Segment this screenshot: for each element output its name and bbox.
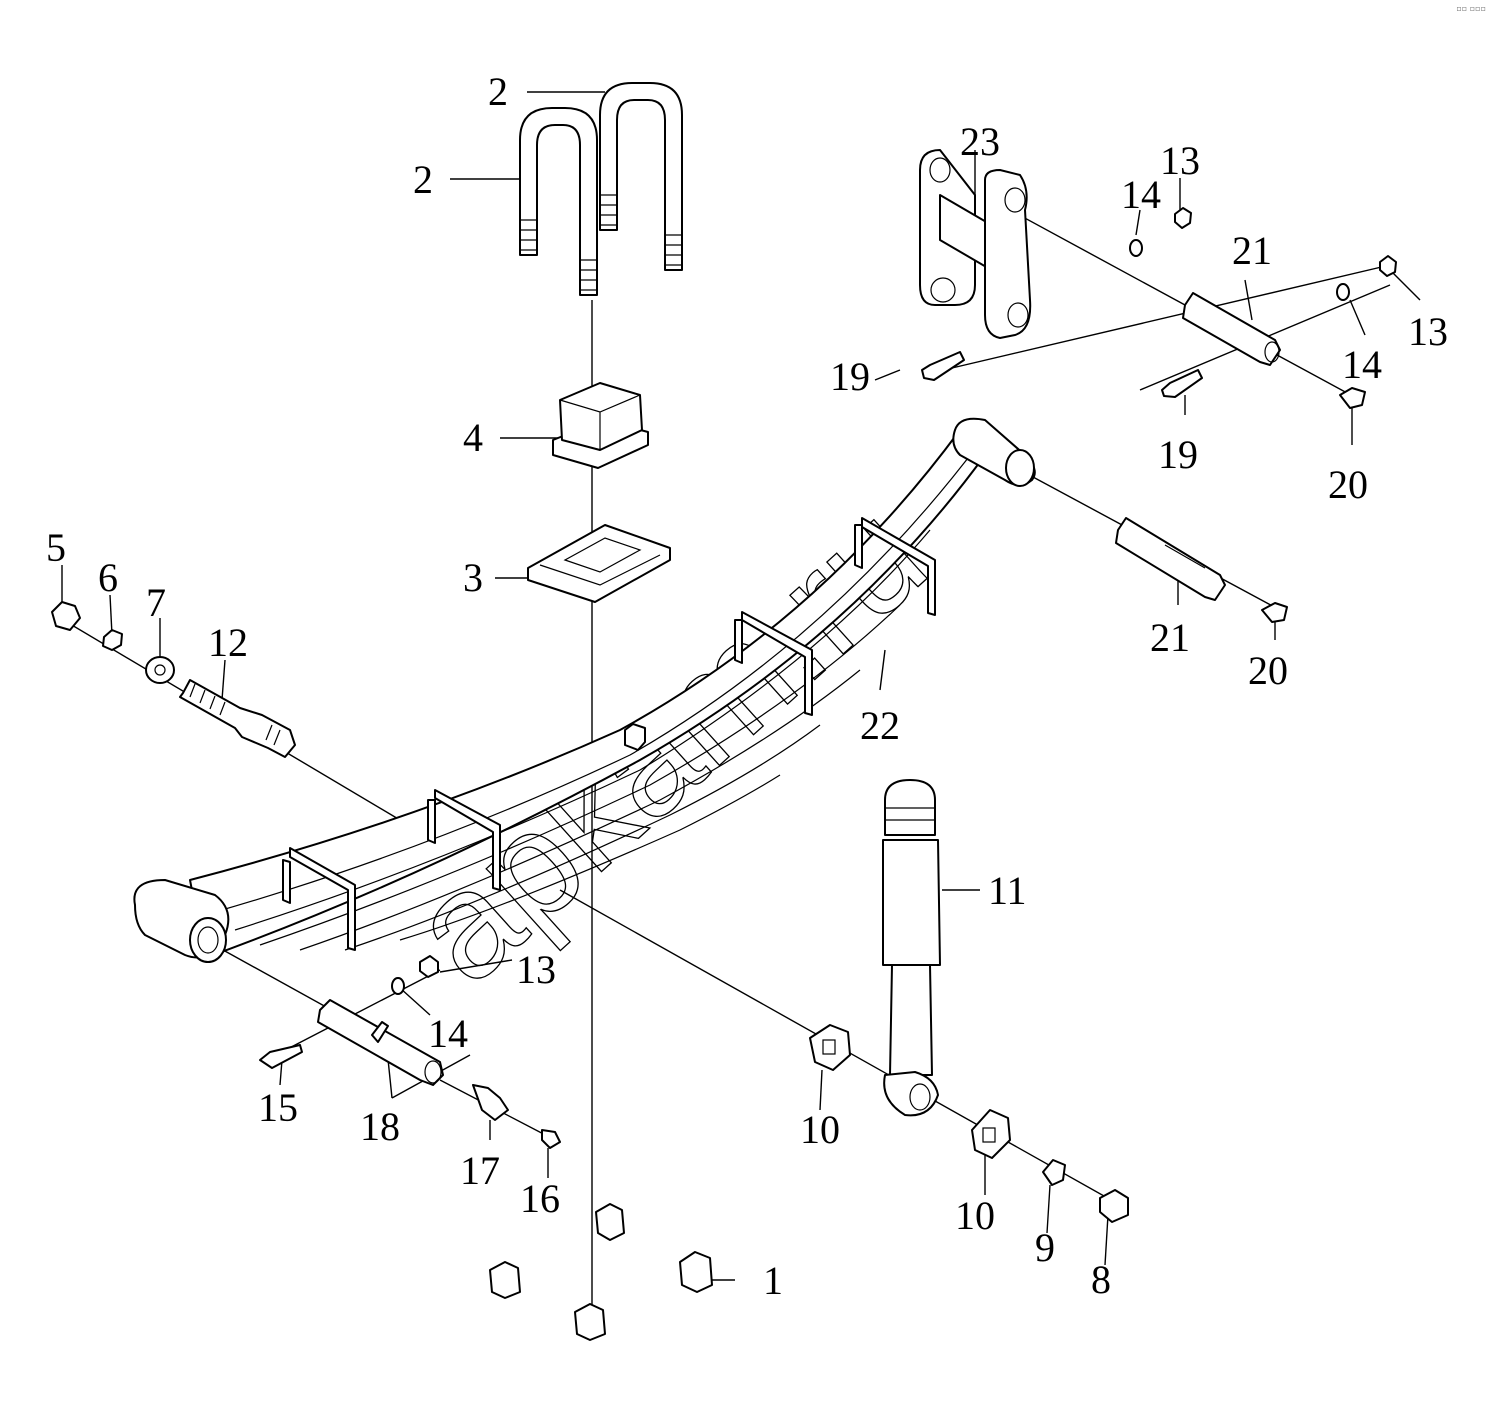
nut-13-lower (419, 955, 439, 978)
nut-8 (1099, 1189, 1129, 1223)
nut-13-top (1174, 207, 1192, 229)
ring-14-right (1336, 283, 1350, 301)
u-bolt-nut-2 (595, 1203, 625, 1241)
corner-mark: ▫▫ ▫▫▫ (1456, 4, 1486, 13)
callout-15: 15 (258, 1085, 298, 1130)
callout-5: 5 (46, 525, 66, 570)
u-bolt-nut-3 (489, 1261, 521, 1299)
washer-9 (1042, 1159, 1066, 1186)
shackle-pin-upper (1182, 292, 1281, 366)
front-pin-18 (317, 999, 444, 1086)
leaf-spring (133, 417, 1036, 963)
callout-13-right: 13 (1408, 309, 1448, 354)
callout-1: 1 (763, 1258, 783, 1303)
grease-nipple-16 (541, 1129, 561, 1149)
u-bolt-front (519, 107, 598, 296)
u-bolt-rear (599, 82, 683, 271)
callout-11: 11 (988, 868, 1027, 913)
callout-20-upper: 20 (1328, 462, 1368, 507)
fitting-17 (472, 1084, 509, 1121)
callout-14-lower: 14 (428, 1011, 468, 1056)
callout-13-top: 13 (1160, 138, 1200, 183)
callout-16: 16 (520, 1176, 560, 1221)
callout-2-upper: 2 (488, 69, 508, 114)
callout-18: 18 (360, 1104, 400, 1149)
callout-7: 7 (146, 580, 166, 625)
bolt-19-left (921, 351, 965, 381)
callout-14-right: 14 (1342, 342, 1382, 387)
callout-22: 22 (860, 703, 900, 748)
callout-23: 23 (960, 119, 1000, 164)
bolt-19-right (1161, 369, 1203, 398)
shackle-pin-lower (1115, 517, 1226, 601)
callout-20-lower: 20 (1248, 648, 1288, 693)
nut-5 (51, 601, 81, 631)
callout-8: 8 (1091, 1257, 1111, 1302)
washer-10-outer (971, 1109, 1011, 1159)
callout-2-lower: 2 (413, 157, 433, 202)
callout-labels: 1 2 2 3 4 5 6 7 8 9 10 10 11 12 13 13 13… (46, 69, 1448, 1303)
spring-shackle (919, 149, 1032, 339)
callout-9: 9 (1035, 1225, 1055, 1270)
callout-19-left: 19 (830, 354, 870, 399)
callout-3: 3 (463, 555, 483, 600)
callout-17: 17 (460, 1148, 500, 1193)
shock-absorber (882, 779, 941, 1117)
callout-10-left: 10 (800, 1107, 840, 1152)
callout-21-lower: 21 (1150, 615, 1190, 660)
washer-6 (102, 629, 123, 651)
callout-6: 6 (98, 555, 118, 600)
u-bolt-nut-1 (679, 1251, 713, 1293)
callout-14-top: 14 (1121, 172, 1161, 217)
u-bolt-nut-4 (574, 1303, 606, 1341)
spring-seat-pad (527, 524, 671, 603)
ring-14-lower (391, 977, 405, 995)
grease-nipple-20-upper (1339, 387, 1366, 409)
washer-10-inner (809, 1024, 851, 1071)
callout-4: 4 (463, 415, 483, 460)
washer-7 (145, 656, 175, 684)
callout-21-upper: 21 (1232, 228, 1272, 273)
callout-10-right: 10 (955, 1193, 995, 1238)
callout-12: 12 (208, 620, 248, 665)
callout-13-lower: 13 (516, 947, 556, 992)
ring-14-top (1129, 239, 1143, 257)
nut-13-right (1379, 255, 1397, 277)
front-bolt (179, 679, 296, 758)
bump-pad (552, 382, 649, 469)
grease-nipple-20-lower (1261, 602, 1288, 623)
callout-19-right: 19 (1158, 432, 1198, 477)
bolt-15 (259, 1044, 303, 1069)
